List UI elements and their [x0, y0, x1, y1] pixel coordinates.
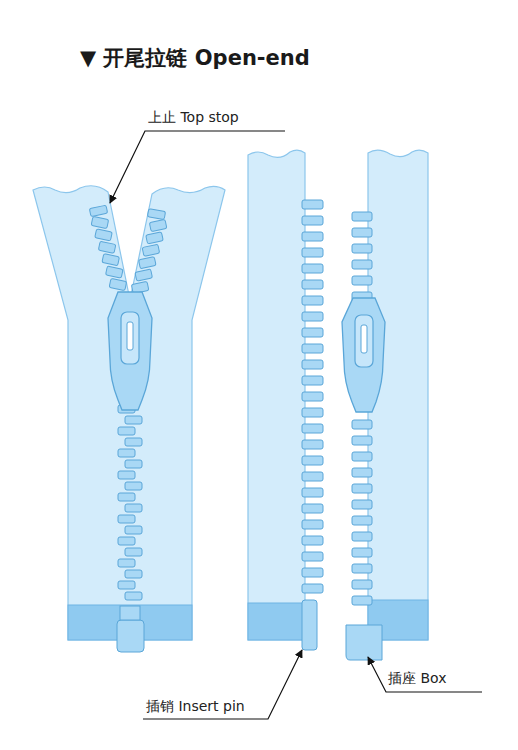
- zipper-tooth: [302, 280, 323, 289]
- zipper-tooth: [302, 200, 323, 209]
- zipper-tooth: [302, 392, 323, 401]
- pin-box: [117, 620, 144, 652]
- zipper-tooth: [125, 460, 142, 468]
- zipper-tooth: [118, 537, 135, 545]
- zipper-tooth: [95, 229, 113, 241]
- zipper-tooth: [125, 438, 142, 446]
- zipper-tooth: [302, 264, 323, 273]
- zipper-teeth: [91, 200, 372, 605]
- zipper-tooth: [302, 456, 323, 465]
- zipper-tooth: [302, 248, 323, 257]
- zipper-tooth: [302, 488, 323, 497]
- zipper-tooth: [109, 278, 127, 290]
- zipper-tooth: [118, 559, 135, 567]
- leader-line: [110, 131, 285, 203]
- slider-pull: [121, 312, 139, 364]
- zipper-tooth: [118, 581, 135, 589]
- part-label: 上止 Top stop: [146, 109, 241, 126]
- zipper-tooth: [352, 244, 372, 253]
- zipper-tooth: [302, 408, 323, 417]
- leader-line: [368, 657, 482, 692]
- zipper-tooth: [352, 500, 372, 509]
- zipper-tooth: [352, 580, 372, 589]
- zipper-tooth: [302, 584, 323, 593]
- zipper-tooth: [302, 376, 323, 385]
- zipper-tooth: [139, 257, 157, 269]
- diagram-title: ▼ 开尾拉链 Open-end: [78, 46, 312, 71]
- zipper-tooth: [118, 427, 135, 435]
- zipper-tooth: [102, 254, 120, 266]
- zipper-tooth: [302, 312, 323, 321]
- pin-box: [120, 606, 140, 620]
- zipper-tooth: [125, 526, 142, 534]
- zipper-tooth: [125, 504, 142, 512]
- zipper-tooth: [302, 472, 323, 481]
- top-stop: [147, 209, 165, 220]
- slider: [108, 292, 152, 410]
- leader-lines: [110, 131, 482, 719]
- zipper-tape: [33, 186, 225, 640]
- zipper-tooth: [91, 216, 109, 228]
- zipper-tooth: [352, 484, 372, 493]
- zipper-tooth: [125, 548, 142, 556]
- zipper-tooth: [352, 228, 372, 237]
- zipper-tooth: [352, 260, 372, 269]
- zipper-tooth: [302, 344, 323, 353]
- zipper-tooth: [352, 276, 372, 285]
- slider: [342, 298, 385, 412]
- zipper-tooth: [352, 548, 372, 557]
- zipper-tooth: [302, 296, 323, 305]
- zipper-tooth: [302, 232, 323, 241]
- top-stop: [89, 205, 107, 216]
- slider-pull: [355, 315, 373, 367]
- zipper-tooth: [352, 436, 372, 445]
- zipper-tooth: [352, 596, 372, 605]
- zipper-tooth: [302, 360, 323, 369]
- slider-pull-slot: [127, 322, 133, 350]
- zipper-tooth: [98, 241, 116, 253]
- zipper-tooth: [125, 416, 142, 424]
- zipper-tooth: [352, 452, 372, 461]
- zipper-tooth: [302, 328, 323, 337]
- zipper-tooth: [352, 212, 372, 221]
- zipper-tooth: [352, 516, 372, 525]
- zipper-tooth: [302, 520, 323, 529]
- zipper-tooth: [142, 244, 160, 256]
- zipper-tooth: [352, 420, 372, 429]
- slider-pull-slot: [361, 325, 367, 353]
- zipper-tooth: [135, 269, 153, 281]
- insert-pin: [302, 600, 317, 650]
- zipper-tooth: [302, 216, 323, 225]
- zipper-tooth: [302, 424, 323, 433]
- zipper-tooth: [125, 570, 142, 578]
- zipper-tooth: [146, 232, 164, 244]
- zipper-tooth: [106, 266, 124, 278]
- zipper-tooth: [352, 468, 372, 477]
- zipper-tooth: [118, 449, 135, 457]
- zipper-tooth: [118, 515, 135, 523]
- zipper-tooth: [352, 564, 372, 573]
- tape-bottom-band: [248, 603, 305, 640]
- part-label: 插销 Insert pin: [144, 698, 247, 715]
- zipper-tooth: [302, 552, 323, 561]
- zipper-tape: [248, 150, 305, 640]
- part-label: 插座 Box: [386, 670, 448, 687]
- zipper-tooth: [302, 536, 323, 545]
- zipper-tooth: [118, 493, 135, 501]
- zipper-tooth: [149, 219, 167, 231]
- zipper-tooth: [302, 504, 323, 513]
- zipper-tooth: [302, 568, 323, 577]
- zipper-tooth: [302, 440, 323, 449]
- zipper-tooth: [125, 592, 142, 600]
- zipper-tooth: [125, 482, 142, 490]
- zipper-tooth: [352, 532, 372, 541]
- zipper-tooth: [118, 471, 135, 479]
- leader-line: [143, 650, 302, 719]
- box: [346, 625, 382, 660]
